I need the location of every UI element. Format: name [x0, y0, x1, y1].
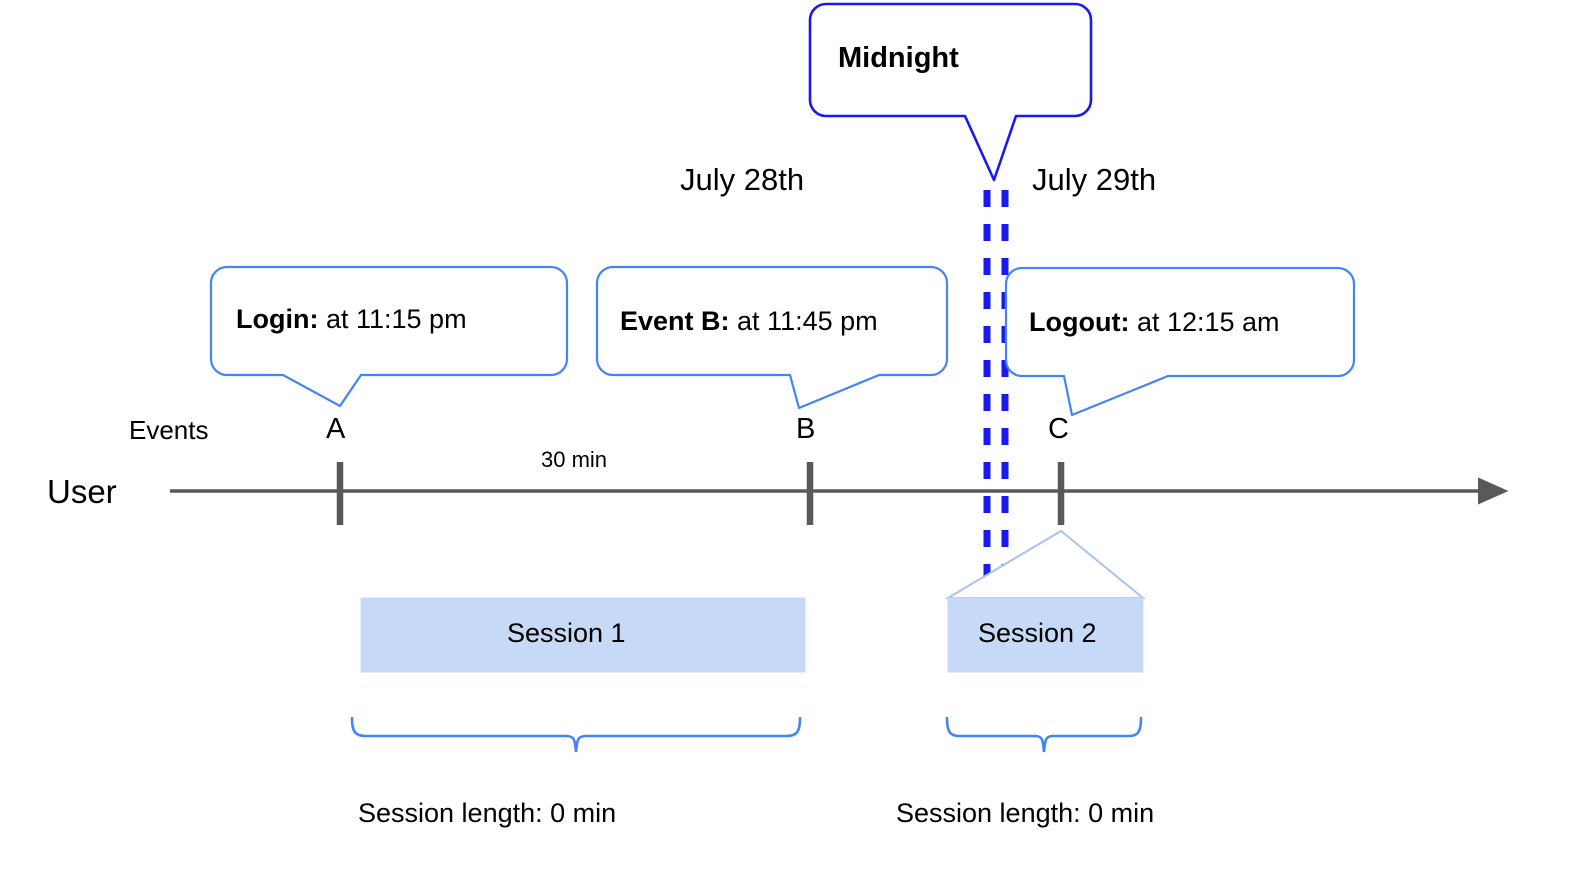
logout-callout-lead: Logout: [1029, 307, 1130, 337]
midnight-callout-shape [808, 2, 1093, 182]
session-1-brace [350, 716, 802, 753]
gap-duration-label: 30 min [541, 447, 608, 472]
session-1-length-label: Session length: 0 min [358, 798, 617, 828]
event-ticks [336, 462, 1065, 525]
session-2-length-label: Session length: 0 min [896, 798, 1155, 828]
login-callout-label: Login: at 11:15 pm [236, 306, 467, 333]
session-2-label: Session 2 [978, 618, 1097, 648]
logout-callout-shape [1004, 266, 1356, 417]
session-2-bar-shape [944, 529, 1146, 673]
user-row-label: User [47, 473, 117, 510]
events-row-label: Events [129, 415, 209, 445]
event-b-callout-detail: at 11:45 pm [729, 306, 878, 336]
event-b-callout-lead: Event B: [620, 306, 730, 336]
event-point-label-c: C [1048, 413, 1069, 445]
event-point-label-b: B [796, 413, 816, 445]
session-1-bar-shape [360, 597, 806, 673]
session-1-label: Session 1 [507, 618, 626, 648]
date-label-left: July 28th [680, 162, 805, 197]
midnight-divider-lines [983, 190, 1009, 585]
midnight-label: Midnight [838, 42, 959, 74]
login-callout-shape [209, 265, 569, 408]
event-point-label-a: A [326, 413, 346, 445]
logout-callout-label: Logout: at 12:15 am [1029, 309, 1280, 336]
event-b-callout-shape [595, 265, 949, 410]
logout-callout-detail: at 12:15 am [1129, 307, 1280, 337]
session-2-brace [945, 716, 1143, 753]
event-b-callout-label: Event B: at 11:45 pm [620, 308, 878, 335]
login-callout-lead: Login: [236, 304, 319, 334]
login-callout-detail: at 11:15 pm [318, 304, 467, 334]
date-label-right: July 29th [1032, 162, 1157, 197]
